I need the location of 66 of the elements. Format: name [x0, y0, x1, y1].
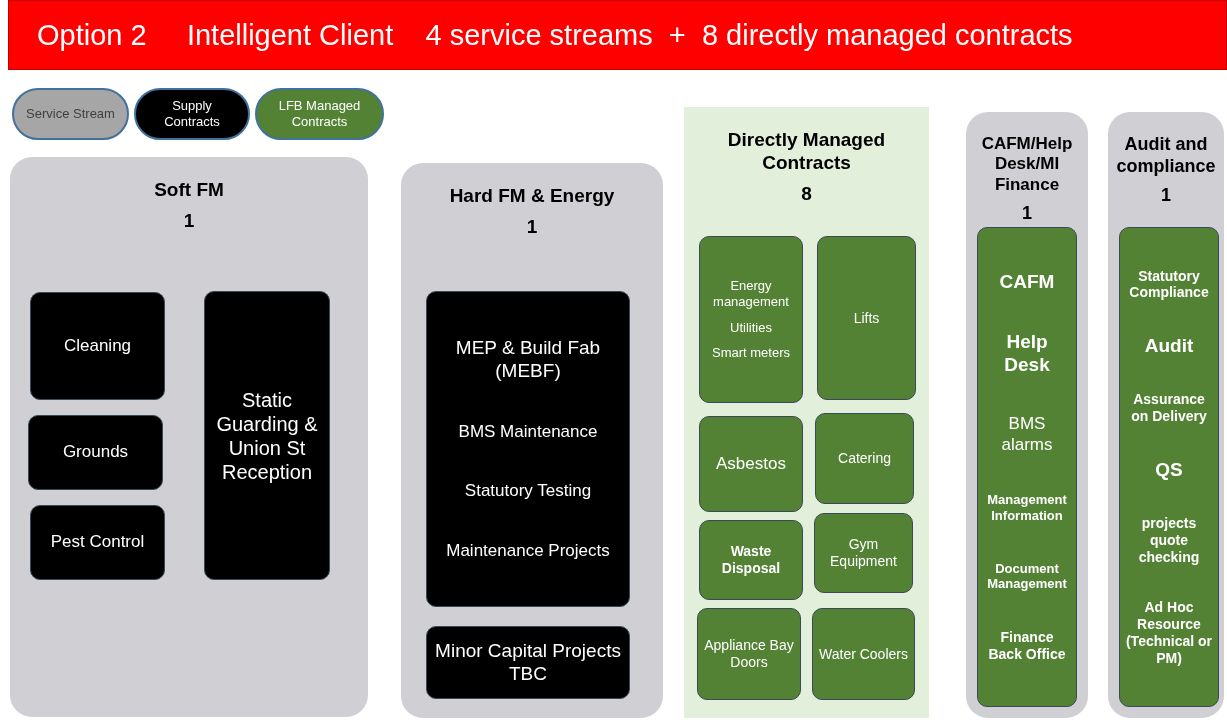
count-number: 1	[526, 215, 538, 239]
managed-contract-box	[697, 608, 801, 700]
box-label: Grounds	[62, 442, 129, 463]
panel-heading: Soft FM	[154, 179, 224, 202]
box-label: Water Coolers	[819, 645, 908, 663]
service-stream-panel	[10, 157, 368, 717]
managed-contract-box	[817, 236, 916, 400]
box-label: Audit	[1144, 334, 1194, 358]
box-label: Ad Hoc Resource (Technical or PM)	[1124, 599, 1214, 667]
box-label: Statutory Testing	[464, 481, 592, 502]
panel-heading: Directly Managed Contracts	[726, 129, 887, 175]
panel-heading: Hard FM & Energy	[449, 185, 615, 208]
supply-contract-box	[204, 291, 330, 580]
legend-label: Service Stream	[25, 105, 116, 123]
supply-contract-box	[30, 292, 165, 400]
box-label: Gym Equipment	[829, 536, 898, 570]
box-label: Lifts	[853, 309, 880, 327]
box-label: Asbestos	[716, 453, 786, 475]
service-stream-panel	[1108, 112, 1224, 718]
count-number: 1	[183, 209, 195, 233]
box-label: Help Desk	[1003, 331, 1051, 377]
box-label: CAFM	[999, 271, 1055, 295]
box-label: Cleaning	[63, 335, 132, 357]
supply-contract-box	[30, 505, 165, 580]
managed-contract-box	[815, 413, 914, 504]
managed-contract-box	[814, 513, 913, 593]
managed-contract-box	[812, 608, 915, 700]
count-number: 1	[1161, 185, 1171, 207]
panel-heading: CAFM/Help Desk/MI Finance	[980, 134, 1074, 196]
supply-contract-box	[426, 626, 630, 699]
legend-label: Supply Contracts	[163, 97, 221, 131]
box-label: Energy management	[712, 278, 790, 310]
box-label: Maintenance Projects	[446, 540, 610, 561]
box-label: projects quote checking	[1137, 515, 1201, 566]
panel-heading: Audit and compliance	[1115, 134, 1217, 178]
box-label: Management Information	[986, 492, 1068, 524]
managed-contract-box	[977, 227, 1077, 707]
managed-contract-box	[699, 236, 803, 403]
title-text: Option 2 Intelligent Client 4 service streams + 8 directly managed contracts	[36, 18, 1073, 52]
service-stream-panel	[401, 163, 663, 718]
box-label: Static Guarding & Union St Reception	[215, 387, 319, 484]
service-stream-panel	[966, 112, 1088, 718]
box-label: Appliance Bay Doors	[703, 637, 795, 671]
supply-contract-box	[28, 415, 163, 490]
box-label: Assurance on Delivery	[1130, 391, 1208, 425]
box-label: Waste Disposal	[720, 543, 782, 577]
box-label: QS	[1155, 458, 1183, 482]
box-label: BMS Maintenance	[458, 421, 598, 443]
box-label: Utilities	[730, 319, 772, 336]
managed-contract-box	[699, 520, 803, 600]
box-label: Finance Back Office	[987, 629, 1067, 663]
count-number: 8	[801, 182, 812, 206]
managed-contract-box	[1119, 227, 1219, 707]
box-label: Document Management	[986, 560, 1068, 592]
box-label: Catering	[838, 450, 891, 467]
box-label: BMS alarms	[1000, 414, 1054, 455]
managed-contract-box	[699, 416, 803, 512]
count-number: 1	[1022, 203, 1032, 225]
box-label: Minor Capital Projects TBC	[434, 639, 622, 686]
box-label: Statutory Compliance	[1128, 267, 1210, 302]
box-label: Smart meters	[712, 345, 790, 361]
box-label: Pest Control	[50, 532, 145, 553]
legend-label: LFB Managed Contracts	[277, 97, 362, 131]
supply-contract-box	[426, 291, 630, 607]
box-label: MEP & Build Fab (MEBF)	[454, 337, 602, 383]
contracts-panel	[684, 107, 929, 718]
